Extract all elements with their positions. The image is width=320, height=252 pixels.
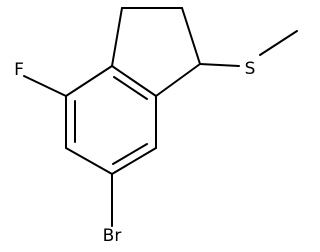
- structure-diagram: F S Br: [14, 7, 298, 246]
- atom-labels: F S Br: [14, 59, 255, 246]
- ring-bond-c6-c1: [65, 65, 113, 97]
- atom-label-sulfur: S: [245, 59, 256, 79]
- ring-bond-c4-c5: [65, 147, 113, 175]
- five-ring-bond-a: [111, 7, 123, 67]
- ring-bond-c3-c4: [111, 147, 157, 175]
- bond-to-sulfur: [199, 63, 240, 67]
- bond-to-fluorine: [23, 75, 67, 97]
- ring-bond-c1-c2: [111, 65, 157, 97]
- five-ring-bond-d: [155, 63, 201, 97]
- atom-label-fluorine: F: [14, 60, 24, 80]
- double-bond-inner-c1-c2: [113, 76, 148, 100]
- atom-label-bromine: Br: [103, 226, 122, 246]
- bond-lines: [23, 7, 298, 227]
- double-bond-inner-c3-c4: [112, 143, 148, 165]
- bond-sulfur-to-methyl: [259, 30, 298, 56]
- five-ring-bond-c: [181, 7, 201, 65]
